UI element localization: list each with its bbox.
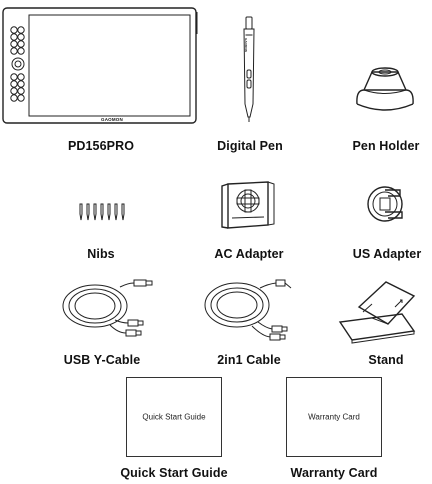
label-nibs: Nibs: [87, 247, 115, 261]
label-2in1-cable: 2in1 Cable: [217, 353, 281, 367]
label-usb-y-cable: USB Y-Cable: [63, 353, 141, 367]
warranty-card-card-text: Warranty Card: [308, 412, 360, 422]
tablet-logo: GAOMON: [101, 117, 123, 122]
label-ac-adapter: AC Adapter: [214, 247, 284, 261]
label-pen-holder: Pen Holder: [352, 139, 420, 153]
pen-logo: GAOMON: [244, 38, 248, 52]
label-digital-pen: Digital Pen: [217, 139, 283, 153]
label-stand: Stand: [368, 353, 404, 367]
quick-start-guide-card-text: Quick Start Guide: [142, 412, 206, 422]
label-warranty-card: Warranty Card: [290, 466, 378, 480]
quick-start-guide-card: Quick Start Guide: [126, 377, 222, 457]
label-quick-start-guide: Quick Start Guide: [120, 466, 228, 480]
label-us-adapter: US Adapter: [352, 247, 422, 261]
label-pd156pro: PD156PRO: [67, 139, 135, 153]
warranty-card-card: Warranty Card: [286, 377, 382, 457]
